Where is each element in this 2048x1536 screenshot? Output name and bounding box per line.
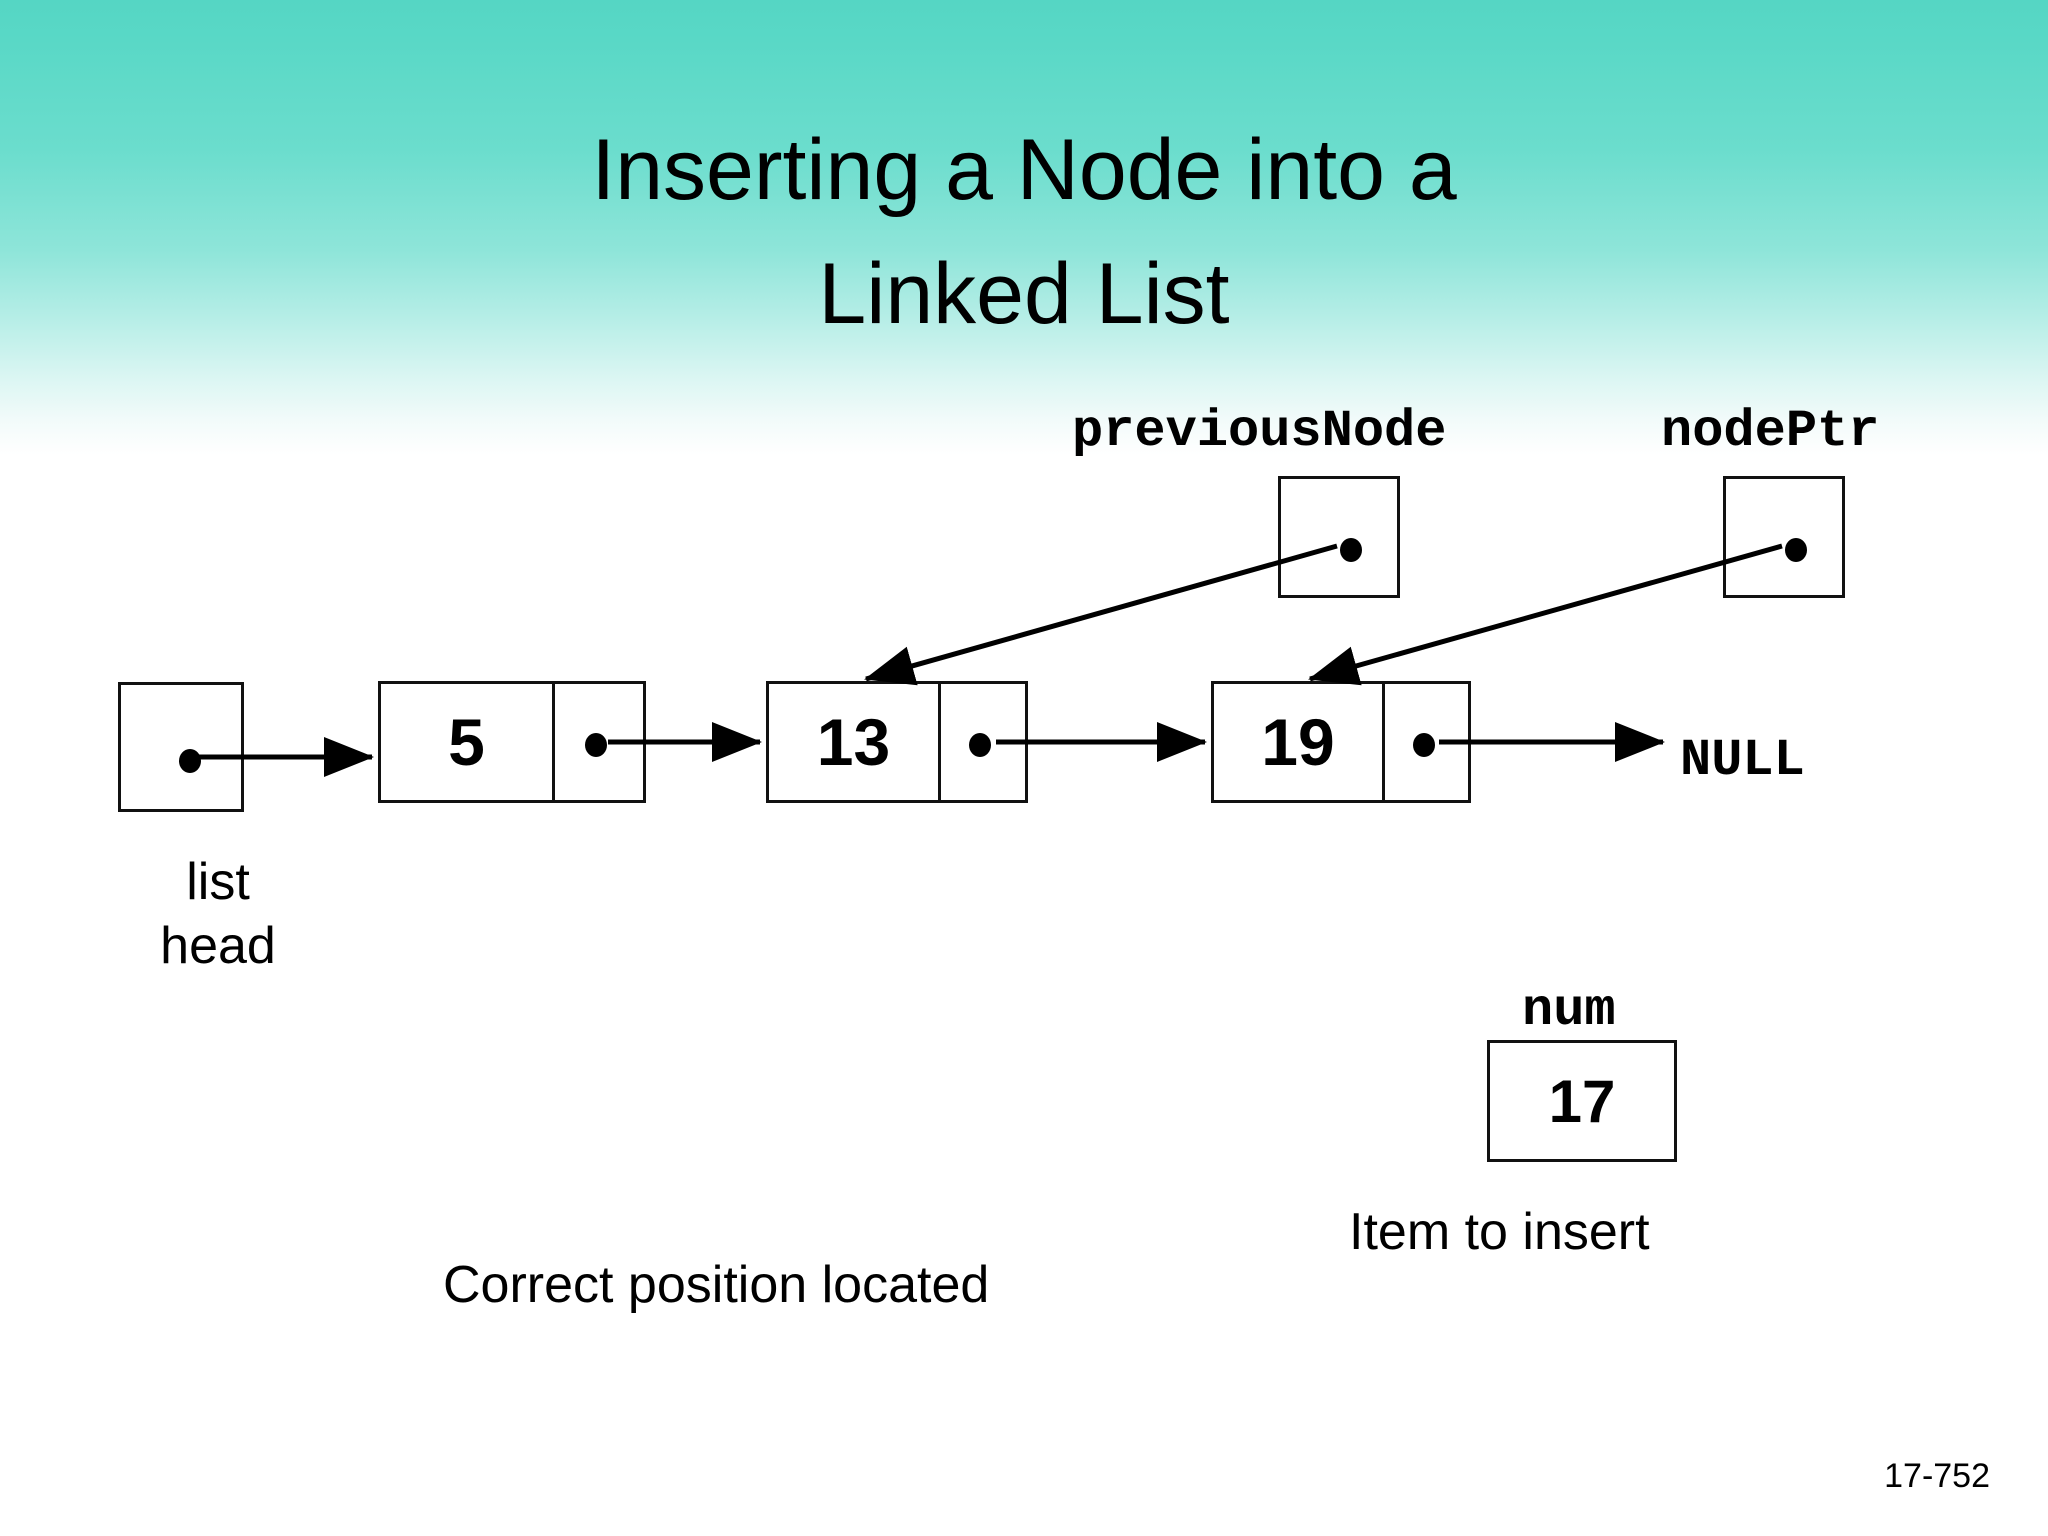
list-node-1: 13	[766, 681, 1028, 803]
node-next-cell	[1385, 684, 1468, 800]
node-next-cell	[941, 684, 1025, 800]
pointer-dot-icon	[969, 733, 991, 757]
pointer-box-previousnode	[1278, 476, 1400, 598]
node-value: 5	[381, 684, 555, 800]
pointer-label-nodeptr: nodePtr	[1661, 402, 1880, 461]
list-head-caption: list head	[160, 853, 276, 975]
list-node-0: 5	[378, 681, 646, 803]
node-next-cell	[555, 684, 643, 800]
insert-caption: Item to insert	[1349, 1203, 1650, 1261]
page-title: Inserting a Node into a Linked List	[591, 122, 1457, 342]
insert-var-label: num	[1522, 981, 1616, 1040]
insert-value-box: 17	[1487, 1040, 1677, 1162]
pointer-dot-icon	[585, 733, 607, 757]
position-caption: Correct position located	[443, 1256, 990, 1314]
node-value: 19	[1214, 684, 1385, 800]
null-terminator-label: NULL	[1680, 731, 1805, 790]
list-head-box	[118, 682, 244, 812]
pointer-box-nodeptr	[1723, 476, 1845, 598]
list-node-2: 19	[1211, 681, 1471, 803]
pointer-dot-icon	[1785, 538, 1807, 562]
pointer-label-previousnode: previousNode	[1072, 402, 1447, 461]
page-number: 17-752	[1884, 1457, 1990, 1495]
pointer-dot-icon	[1413, 733, 1435, 757]
node-value: 13	[769, 684, 941, 800]
pointer-dot-icon	[179, 749, 201, 773]
pointer-dot-icon	[1340, 538, 1362, 562]
